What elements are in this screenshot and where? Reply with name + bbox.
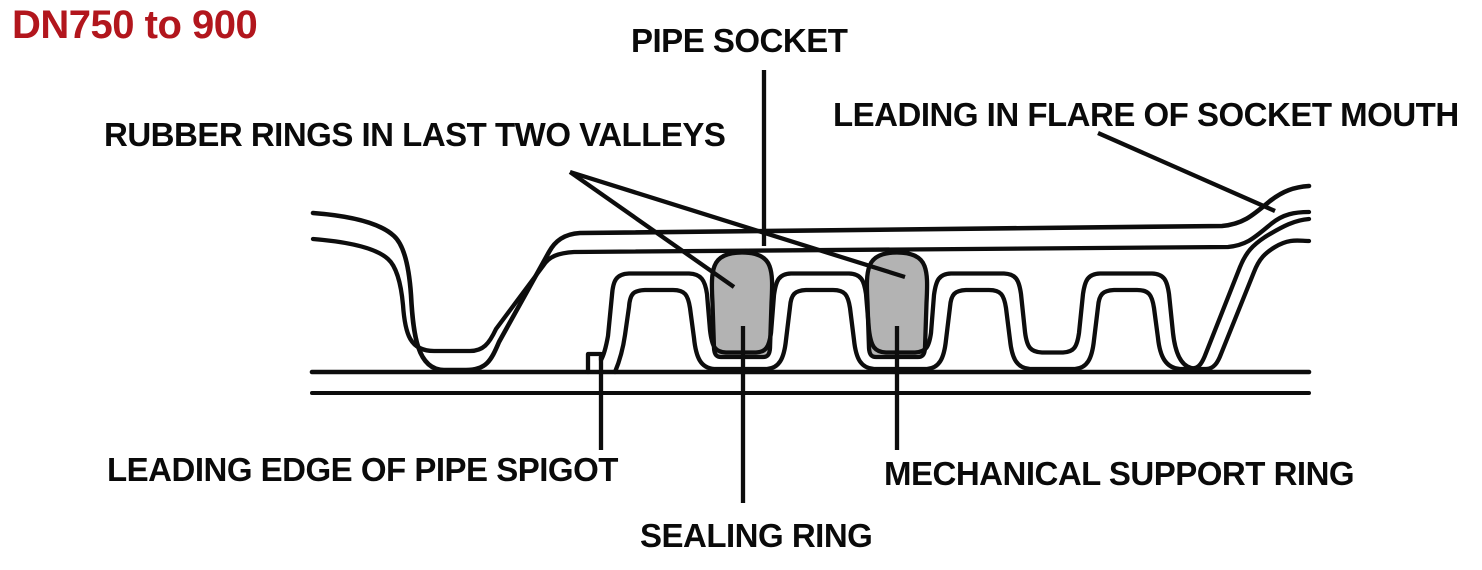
leading-flare-leader bbox=[1097, 131, 1276, 213]
diagram-title: DN750 to 900 bbox=[12, 3, 258, 47]
spigot-corrugations bbox=[585, 216, 1312, 375]
label-rubber-rings: RUBBER RINGS IN LAST TWO VALLEYS bbox=[104, 116, 726, 153]
label-pipe-socket: PIPE SOCKET bbox=[631, 22, 848, 59]
leader-lines bbox=[568, 70, 1276, 503]
rubber-rings-leader-left bbox=[568, 170, 736, 289]
pipe-wall-lines bbox=[309, 369, 1312, 395]
rubber-rings-leader-right bbox=[569, 169, 906, 280]
label-sealing-ring: SEALING RING bbox=[640, 517, 873, 554]
label-mechanical-support: MECHANICAL SUPPORT RING bbox=[884, 455, 1355, 492]
socket-profile bbox=[310, 183, 1312, 373]
label-leading-edge: LEADING EDGE OF PIPE SPIGOT bbox=[107, 451, 618, 488]
label-leading-flare: LEADING IN FLARE OF SOCKET MOUTH bbox=[833, 96, 1459, 133]
